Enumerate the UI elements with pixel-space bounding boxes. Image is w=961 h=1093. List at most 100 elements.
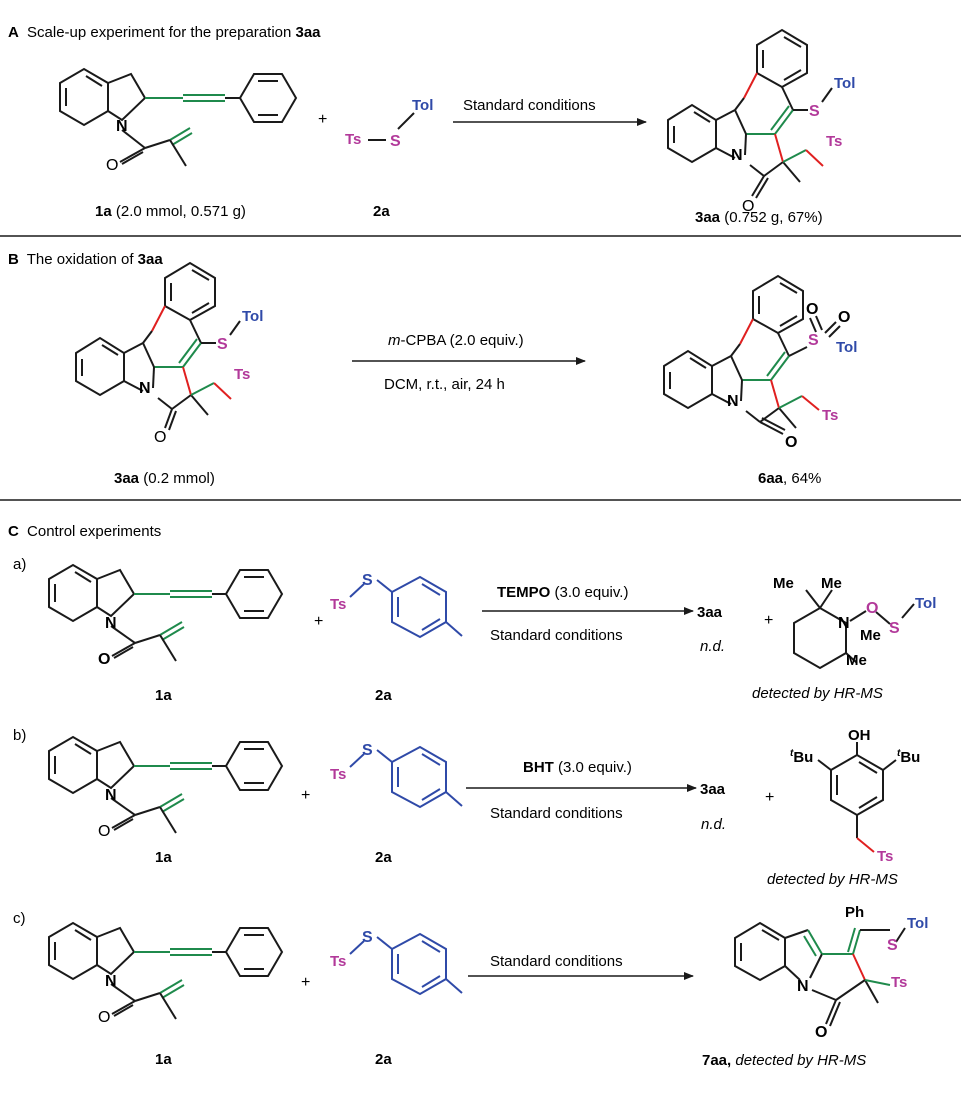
tempo-adduct: [793, 589, 915, 670]
o-atom-7aa: O: [815, 1024, 827, 1041]
n-atom-ca: N: [105, 615, 117, 632]
s-atom-cc: S: [362, 929, 373, 946]
n-atom-cc: N: [105, 973, 117, 990]
ts-bht: Ts: [877, 848, 893, 865]
caption-2a-cc: 2a: [375, 1051, 392, 1068]
standard-ca: Standard conditions: [490, 627, 623, 644]
tol-label-6aa: Tol: [836, 339, 857, 356]
oh-label: OH: [848, 727, 871, 744]
caption-3aa-b: 3aa (0.2 mmol): [114, 470, 215, 487]
tolyl-ring-cc: [349, 932, 463, 996]
caption-2a-cb: 2a: [375, 849, 392, 866]
section-a-letter: A: [8, 24, 19, 41]
n-atom: N: [116, 118, 128, 135]
caption-1a-ca: 1a: [155, 687, 172, 704]
detected-ca: detected by HR-MS: [752, 685, 883, 702]
conditions-b-bottom: DCM, r.t., air, 24 h: [384, 376, 505, 393]
o-atom-b: O: [154, 429, 166, 446]
structure-7aa: [734, 921, 906, 1027]
tol-7aa: Tol: [907, 915, 928, 932]
section-c-title: C Control experiments: [8, 523, 161, 540]
structure-1a-ca: [48, 563, 284, 662]
me-1: Me: [773, 575, 794, 592]
n-atom-7aa: N: [797, 978, 809, 995]
o-atom-cc: O: [98, 1009, 110, 1026]
o-atom-6aa-1: O: [806, 301, 818, 318]
me-3: Me: [860, 627, 881, 644]
o-atom-ca: O: [98, 651, 110, 668]
structure-1a-cb: [48, 735, 284, 834]
ts-label-3aa: Ts: [826, 133, 842, 150]
s-atom: S: [390, 133, 401, 150]
n-atom-6aa: N: [727, 393, 739, 410]
section-a-title: A Scale-up experiment for the preparatio…: [8, 24, 321, 41]
ts-label: Ts: [345, 131, 361, 148]
plus-ca: +: [314, 613, 323, 630]
bht-adduct: [817, 742, 897, 853]
tbu-left: tBu: [790, 748, 813, 766]
o-atom: O: [106, 157, 118, 174]
n-atom-3aa: N: [731, 147, 743, 164]
tol-tempo: Tol: [915, 595, 936, 612]
s-atom-ca: S: [362, 572, 373, 589]
structure-3aa-b: [75, 261, 232, 431]
standard-cb: Standard conditions: [490, 805, 623, 822]
o-atom-6aa: O: [785, 434, 797, 451]
s-atom-cb: S: [362, 742, 373, 759]
s-atom-tempo: S: [889, 620, 900, 637]
caption-2a-a: 2a: [373, 203, 390, 220]
structure-1a-cc: [48, 921, 284, 1020]
additive-b: BHT (3.0 equiv.): [523, 759, 632, 776]
row-a-label: a): [13, 556, 26, 573]
structure-1a-a: [59, 67, 298, 167]
n-atom-tempo: N: [838, 615, 850, 632]
me-2: Me: [821, 575, 842, 592]
caption-7aa: 7aa, detected by HR-MS: [702, 1052, 866, 1069]
plus-cb-2: +: [765, 789, 774, 806]
ts-label-6aa: Ts: [822, 407, 838, 424]
ts-ca: Ts: [330, 596, 346, 613]
ts-cc: Ts: [330, 953, 346, 970]
o-atom-tempo: O: [866, 600, 878, 617]
structure-3aa-a: [667, 28, 824, 199]
tol-label: Tol: [412, 97, 433, 114]
row-c-label: c): [13, 910, 26, 927]
caption-3aa-a: 3aa (0.752 g, 67%): [695, 209, 823, 226]
ts-label-b: Ts: [234, 366, 250, 383]
s-atom-6aa: S: [808, 332, 819, 349]
plus-cc: +: [301, 974, 310, 991]
n-atom-b: N: [139, 380, 151, 397]
detected-cb: detected by HR-MS: [767, 871, 898, 888]
row-b-label: b): [13, 727, 26, 744]
tbu-right: tBu: [897, 748, 920, 766]
additive-a: TEMPO (3.0 equiv.): [497, 584, 628, 601]
me-4: Me: [846, 652, 867, 669]
caption-1a-a: 1a (2.0 mmol, 0.571 g): [95, 203, 246, 220]
standard-cc: Standard conditions: [490, 953, 623, 970]
caption-1a-cc: 1a: [155, 1051, 172, 1068]
caption-1a-cb: 1a: [155, 849, 172, 866]
nd-ca: n.d.: [700, 638, 725, 655]
plus-sign: +: [318, 111, 327, 128]
plus-cb: +: [301, 787, 310, 804]
tolyl-ring-ca: [349, 575, 463, 639]
o-atom-6aa-2: O: [838, 309, 850, 326]
n-atom-cb: N: [105, 787, 117, 804]
o-atom-cb: O: [98, 823, 110, 840]
s-atom-3aa: S: [809, 103, 820, 120]
ts-cb: Ts: [330, 766, 346, 783]
tol-label-3aa: Tol: [834, 75, 855, 92]
caption-2a-ca: 2a: [375, 687, 392, 704]
structure-6aa: [663, 274, 841, 435]
s-atom-7aa: S: [887, 937, 898, 954]
nd-cb: n.d.: [701, 816, 726, 833]
caption-6aa: 6aa, 64%: [758, 470, 821, 487]
tol-label-b: Tol: [242, 308, 263, 325]
product-cb: 3aa: [700, 781, 726, 798]
conditions-b-top: m-CPBA (2.0 equiv.): [388, 332, 524, 349]
conditions-a: Standard conditions: [463, 97, 596, 114]
product-ca: 3aa: [697, 604, 723, 621]
tolyl-ring-cb: [349, 745, 463, 809]
plus-ca-2: +: [764, 612, 773, 629]
